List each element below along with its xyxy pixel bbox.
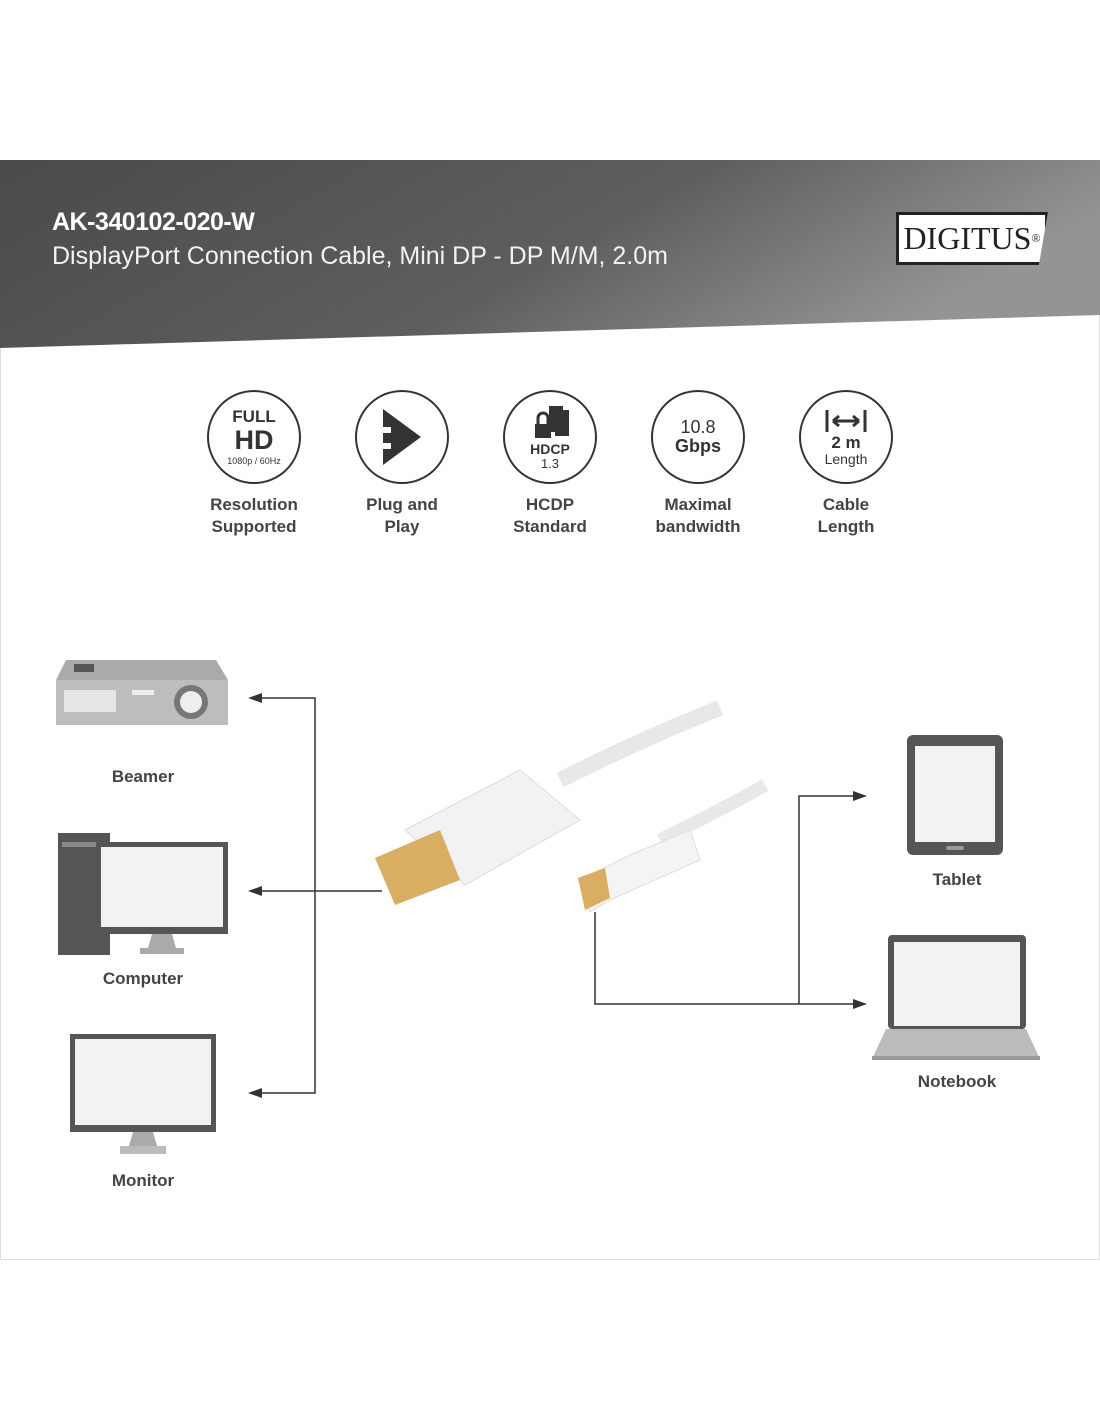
computer-icon xyxy=(58,833,228,955)
feature-label: Maximal xyxy=(664,495,732,514)
label-computer: Computer xyxy=(102,969,184,988)
logo-mark: ® xyxy=(1031,231,1041,245)
digitus-logo: DIGITUS® xyxy=(896,212,1048,265)
feature-label: Supported xyxy=(211,517,297,536)
label-tablet: Tablet xyxy=(932,870,982,889)
feature-label: Cable xyxy=(822,495,870,514)
product-sku: AK-340102-020-W xyxy=(52,208,255,236)
cable-length-icon: 2 m Length xyxy=(799,390,893,484)
label-beamer: Beamer xyxy=(111,767,175,786)
bandwidth-icon: 10.8 Gbps xyxy=(651,390,745,484)
icon-text: FULL xyxy=(232,406,276,426)
monitor-icon xyxy=(70,1034,216,1154)
plug-and-play-icon xyxy=(355,390,449,484)
feature-label: Standard xyxy=(513,517,587,536)
icon-text: 1.3 xyxy=(540,455,560,471)
notebook-icon xyxy=(872,935,1040,1060)
tablet-icon xyxy=(907,735,1003,855)
feature-label: HCDP xyxy=(525,495,575,514)
logo-text: DIGITUS xyxy=(903,220,1032,256)
feature-label: Plug and xyxy=(366,495,438,514)
arrowheads xyxy=(248,693,867,1098)
product-subtitle: DisplayPort Connection Cable, Mini DP - … xyxy=(52,242,668,270)
icon-text: 1080p / 60Hz xyxy=(227,455,281,466)
feature-label: Play xyxy=(384,517,420,536)
feature-label: Resolution xyxy=(210,495,298,514)
icon-text: 2 m xyxy=(831,432,861,452)
icon-text: Gbps xyxy=(674,436,721,456)
feature-bandwidth: 10.8 Gbps Maximal bandwidth xyxy=(618,390,778,538)
label-notebook: Notebook xyxy=(917,1072,997,1091)
full-hd-icon: FULL HD 1080p / 60Hz xyxy=(207,390,301,484)
feature-label: Length xyxy=(817,517,875,536)
icon-text: HDCP xyxy=(530,440,570,457)
header-banner xyxy=(0,160,1100,348)
icon-text: HD xyxy=(234,424,274,455)
cable-image xyxy=(375,700,769,913)
feature-hdcp: HDCP 1.3 HCDP Standard xyxy=(470,390,630,538)
icon-text: 10.8 xyxy=(680,417,716,438)
icon-text: Length xyxy=(824,450,868,467)
connector-lines xyxy=(260,697,865,1094)
connection-diagram xyxy=(56,660,1040,1154)
beamer-icon xyxy=(56,660,228,725)
hdcp-icon: HDCP 1.3 xyxy=(503,390,597,484)
feature-label: bandwidth xyxy=(655,517,741,536)
label-monitor: Monitor xyxy=(111,1171,175,1190)
